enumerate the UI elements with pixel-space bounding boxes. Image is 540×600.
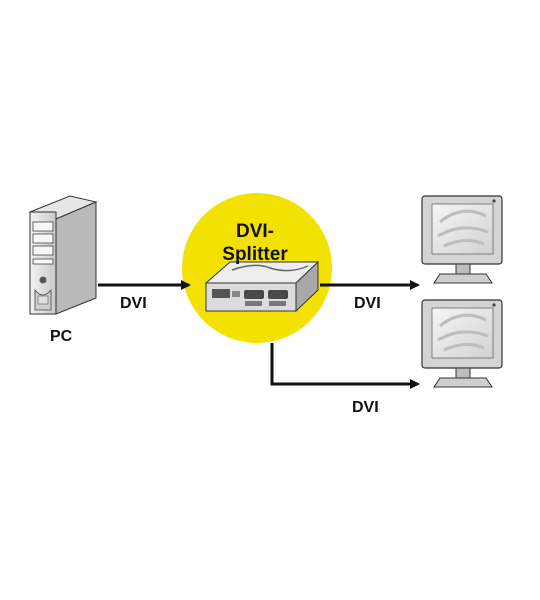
pc-tower-icon — [28, 195, 98, 315]
splitter-title-line1: DVI- — [236, 221, 274, 242]
pc-label: PC — [50, 328, 73, 345]
dvi-splitter-box-icon — [204, 260, 320, 313]
link-label-pc-splitter: DVI — [120, 295, 147, 312]
monitor-icon — [421, 195, 503, 284]
link-label-splitter-monitor-1: DVI — [354, 295, 381, 312]
link-label-splitter-monitor-2: DVI — [352, 399, 379, 416]
splitter-title-line2: Splitter — [222, 244, 288, 265]
arrow-splitter-to-monitor-2 — [270, 343, 420, 389]
splitter-title: DVI- Splitter — [190, 220, 320, 266]
monitor-icon — [421, 299, 503, 388]
